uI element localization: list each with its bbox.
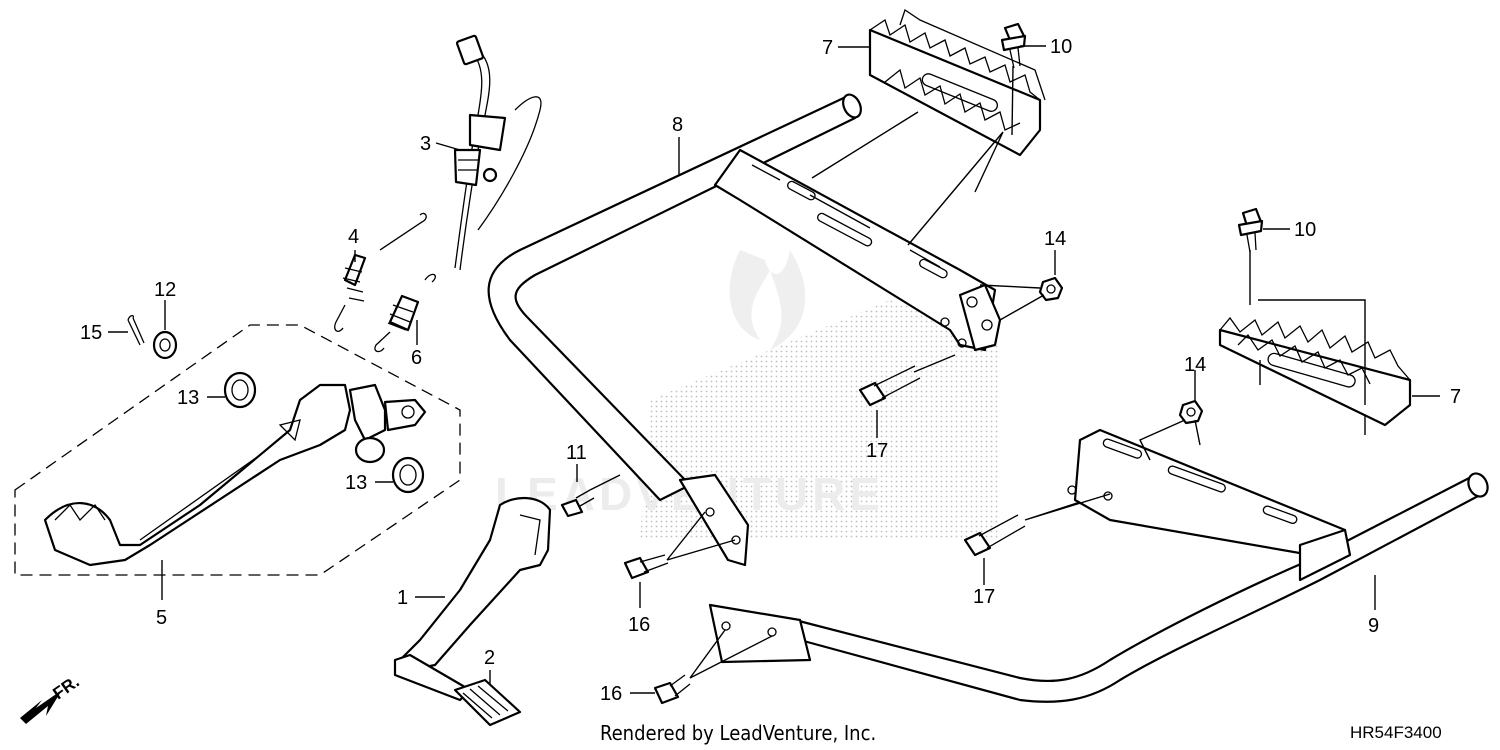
- callout-leaders: [108, 45, 1440, 694]
- callout-14-right: 14: [1184, 354, 1206, 376]
- part-9-footpeg-bar-right: [708, 428, 1489, 703]
- part-13-bushing-bottom: [391, 456, 425, 494]
- callout-15: 15: [80, 322, 102, 344]
- footer-credit: Rendered by LeadVenture, Inc.: [600, 721, 876, 745]
- callout-17-upper: 17: [866, 440, 888, 462]
- assembly-lines: [589, 65, 1366, 679]
- part-8-footpeg-bar-left: [487, 93, 1002, 567]
- callout-6: 6: [411, 347, 422, 369]
- watermark: LEADVENTURE: [495, 250, 1000, 540]
- part-5-brake-pedal-assembly: [14, 324, 461, 576]
- callout-12: 12: [154, 279, 176, 301]
- diagram-code: HR54F3400: [1350, 723, 1442, 742]
- callout-7-top: 7: [822, 37, 833, 59]
- part-6-spring: [374, 273, 436, 353]
- callout-7-right: 7: [1450, 386, 1461, 408]
- part-1-pedal-arm: [393, 497, 552, 702]
- callout-16-upper: 16: [628, 614, 650, 636]
- part-2-pedal-rubber: [453, 678, 522, 727]
- callout-13-top: 13: [177, 387, 199, 409]
- callout-11: 11: [566, 442, 587, 464]
- part-7-footpeg-plate-right: [1218, 316, 1412, 427]
- part-17-bolt-upper: [858, 365, 921, 407]
- callout-8: 8: [672, 114, 683, 136]
- part-11-bolt: [560, 489, 595, 518]
- callout-13-bottom: 13: [345, 472, 367, 494]
- callout-2: 2: [484, 647, 495, 669]
- part-16-bolt-lower: [653, 674, 691, 705]
- callout-10-top: 10: [1050, 36, 1072, 58]
- callout-17-lower: 17: [973, 586, 995, 608]
- part-3-brake-switch: [453, 34, 542, 271]
- part-10-bolt-right: [1237, 207, 1264, 253]
- part-13-bushing-top: [223, 371, 257, 409]
- part-4-spring: [334, 212, 427, 332]
- part-16-bolt-upper: [623, 554, 669, 580]
- callout-4: 4: [348, 226, 359, 248]
- callout-14-top: 14: [1044, 228, 1066, 250]
- callout-16-lower: 16: [600, 683, 622, 705]
- callout-3: 3: [420, 133, 431, 155]
- callout-5: 5: [156, 607, 167, 629]
- callout-9: 9: [1368, 615, 1379, 637]
- callout-1: 1: [397, 587, 408, 609]
- part-15-cotter-pin: [127, 314, 145, 346]
- front-direction-arrow-icon: FR.: [20, 672, 83, 724]
- part-14-nut-top: [1038, 276, 1064, 302]
- part-17-bolt-lower: [963, 514, 1026, 557]
- part-7-footpeg-plate-top: [868, 8, 1046, 157]
- part-14-nut-right: [1178, 399, 1204, 425]
- callout-10-right: 10: [1294, 219, 1316, 241]
- callouts: 1 2 3 4 5 6 7 7 8 9 10 10 11 12 13 13 14…: [80, 36, 1461, 705]
- part-10-bolt-top: [1000, 22, 1027, 69]
- part-12-washer: [152, 330, 178, 360]
